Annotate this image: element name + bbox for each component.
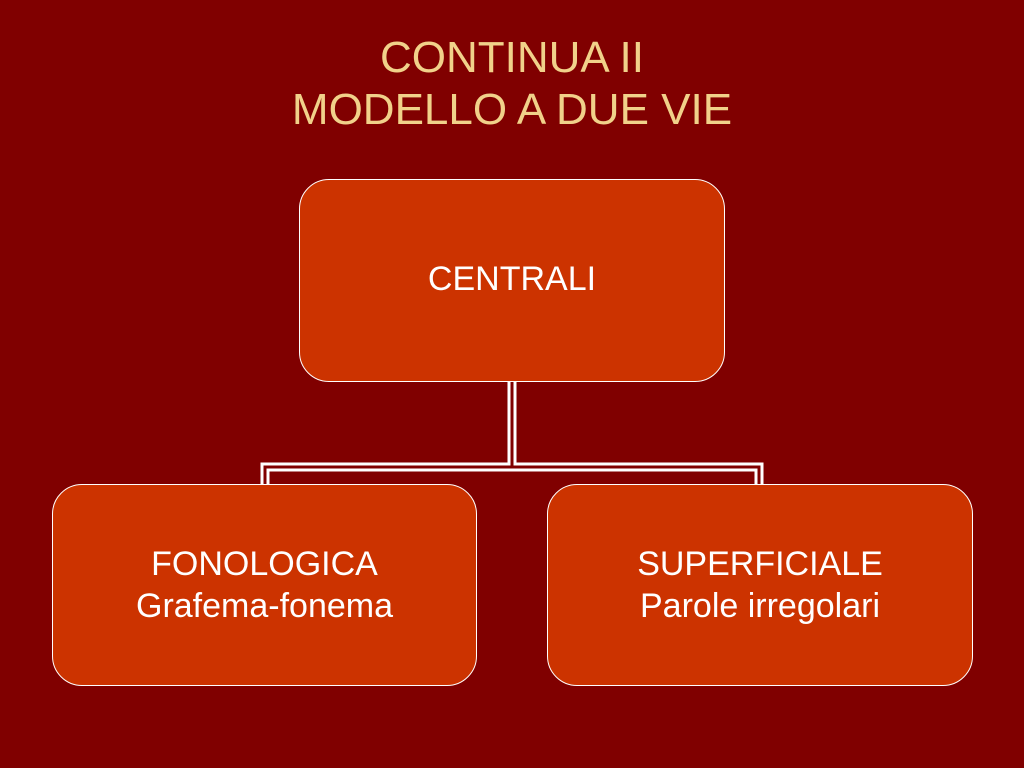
slide-title: CONTINUA II MODELLO A DUE VIE: [0, 32, 1024, 136]
diagram-child-node-superficiale: SUPERFICIALE Parole irregolari: [547, 484, 973, 686]
diagram-child-subtitle: Parole irregolari: [640, 587, 880, 625]
slide-title-line-2: MODELLO A DUE VIE: [291, 85, 733, 134]
diagram-child-node-fonologica: FONOLOGICA Grafema-fonema: [52, 484, 477, 686]
slide-title-line-1: CONTINUA II: [379, 33, 645, 82]
diagram-child-title: SUPERFICIALE: [637, 545, 883, 583]
diagram-child-title: FONOLOGICA: [151, 545, 378, 583]
diagram-root-node: CENTRALI: [299, 179, 725, 382]
diagram-root-label: CENTRALI: [427, 259, 597, 298]
diagram-child-subtitle: Grafema-fonema: [136, 587, 393, 625]
